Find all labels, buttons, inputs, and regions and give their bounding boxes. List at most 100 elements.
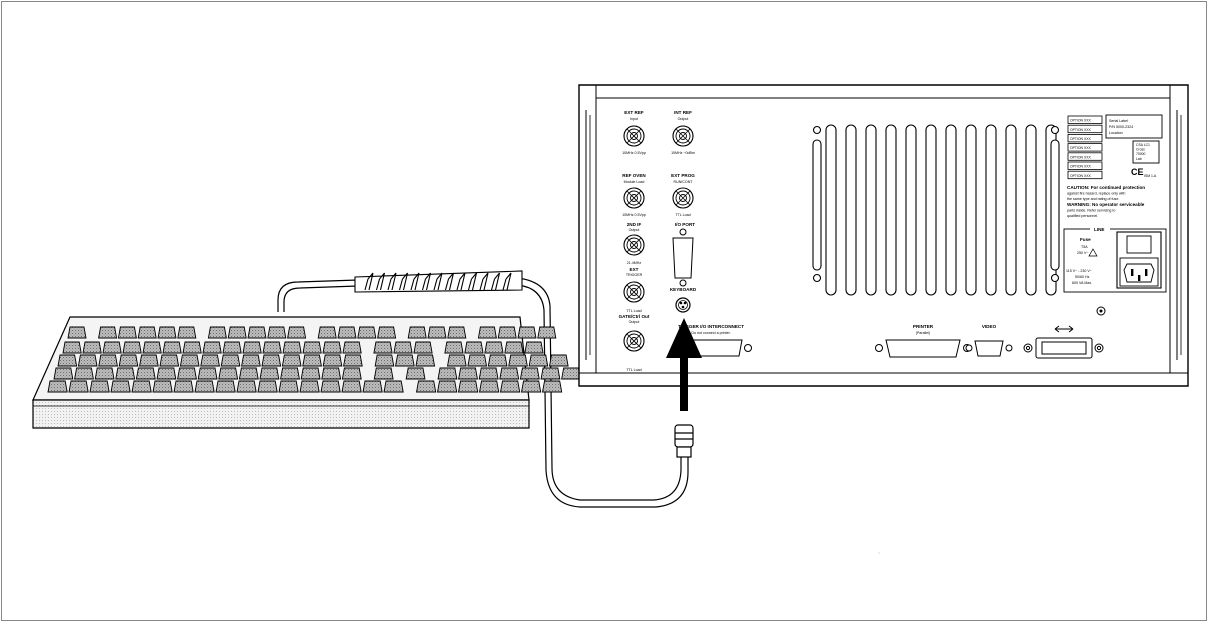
fuse-label: Fuse bbox=[1080, 237, 1091, 242]
ref-oven-label: REF OVEN bbox=[622, 173, 646, 178]
key bbox=[362, 380, 383, 393]
key bbox=[519, 367, 540, 380]
key bbox=[504, 341, 524, 354]
key bbox=[77, 354, 98, 367]
ext-ref-bnc bbox=[623, 125, 645, 147]
warning-icon bbox=[1088, 248, 1098, 257]
vent-slot bbox=[985, 124, 997, 296]
key bbox=[162, 341, 182, 354]
option-box bbox=[1067, 152, 1103, 161]
key bbox=[135, 367, 156, 380]
ext-ref-spec: 10MHz 0.5Vpp bbox=[622, 151, 646, 155]
csa-line: 70000 bbox=[1136, 152, 1146, 156]
caution-line: the same type and rating of fuse. bbox=[1067, 197, 1119, 201]
key bbox=[457, 380, 479, 393]
ext-prog-sub: RUN/CONT bbox=[674, 180, 694, 184]
key bbox=[337, 326, 357, 339]
key bbox=[395, 354, 415, 367]
gate-out-spec: TTL Load bbox=[626, 368, 641, 372]
key bbox=[68, 380, 89, 393]
caution-text: CAUTION: For continued protectionagainst… bbox=[1067, 185, 1145, 218]
vent-screw bbox=[1050, 273, 1060, 283]
option-box bbox=[1067, 133, 1103, 143]
din-plug-icon bbox=[674, 424, 694, 458]
key bbox=[236, 380, 257, 393]
serial-line: P/N 5000-2324 bbox=[1109, 125, 1133, 129]
key bbox=[62, 341, 82, 354]
vent-slot bbox=[845, 124, 857, 296]
key bbox=[74, 367, 94, 380]
vent-slot bbox=[825, 124, 837, 296]
key bbox=[341, 380, 362, 393]
key bbox=[142, 341, 162, 354]
ref-oven-spec: 10MHz 0.5Vpp bbox=[622, 213, 646, 217]
key bbox=[458, 367, 478, 380]
key bbox=[102, 341, 122, 354]
vent-slot bbox=[1025, 124, 1037, 296]
key bbox=[110, 380, 131, 393]
key bbox=[499, 367, 520, 380]
serial-line: Serial Label bbox=[1109, 119, 1128, 123]
2nd-if-spec: 21.4MHz bbox=[627, 261, 642, 265]
key bbox=[342, 341, 362, 354]
key bbox=[317, 326, 337, 339]
fuse-rating: T5A bbox=[1081, 245, 1088, 249]
key bbox=[94, 367, 115, 380]
key bbox=[57, 354, 78, 367]
key bbox=[278, 380, 299, 393]
option-label: OPTION XXX bbox=[1070, 128, 1091, 132]
csa-line: Cross bbox=[1136, 148, 1145, 152]
key bbox=[478, 367, 499, 380]
key bbox=[517, 326, 537, 339]
key bbox=[98, 326, 118, 339]
key bbox=[202, 341, 222, 354]
key bbox=[561, 367, 581, 380]
key bbox=[528, 354, 549, 367]
key bbox=[222, 341, 242, 354]
option-label: OPTION XXX bbox=[1070, 155, 1091, 159]
key bbox=[137, 326, 157, 339]
ext-prog-label: EXT PROG bbox=[671, 173, 695, 178]
key bbox=[267, 326, 287, 339]
key bbox=[194, 380, 215, 393]
key bbox=[487, 354, 508, 367]
vent-screw bbox=[812, 273, 822, 283]
key bbox=[131, 380, 152, 393]
vent-slot bbox=[1005, 124, 1017, 296]
caution-line: qualified personnel. bbox=[1067, 214, 1098, 218]
line-title: LINE bbox=[1094, 227, 1104, 232]
key bbox=[377, 326, 397, 339]
serial-label-box bbox=[1105, 114, 1163, 139]
key bbox=[281, 354, 302, 367]
key bbox=[413, 341, 433, 354]
key bbox=[282, 341, 302, 354]
key bbox=[220, 354, 241, 367]
key bbox=[122, 341, 142, 354]
keyboard-keys bbox=[47, 326, 581, 393]
key bbox=[320, 380, 341, 393]
int-ref-bnc bbox=[672, 125, 694, 147]
option-box bbox=[1067, 161, 1103, 170]
printer-sub: (Parallel) bbox=[916, 331, 930, 335]
key bbox=[118, 354, 139, 367]
key bbox=[415, 354, 436, 367]
ref-oven-sub: Module Load bbox=[624, 180, 645, 184]
ext-trigger-spec: TTL Load bbox=[626, 309, 641, 313]
key bbox=[98, 354, 118, 367]
key bbox=[447, 326, 467, 339]
gate-out-bnc bbox=[623, 330, 645, 352]
key bbox=[537, 326, 557, 339]
ext-trigger-bnc bbox=[623, 281, 645, 303]
option-label: OPTION XXX bbox=[1070, 119, 1091, 123]
key bbox=[89, 380, 110, 393]
speck bbox=[878, 552, 880, 554]
key bbox=[159, 354, 180, 367]
caution-line: WARNING: No operator serviceable bbox=[1067, 202, 1145, 207]
int-ref-spec: 10MHz ~0dBm bbox=[671, 151, 695, 155]
key bbox=[467, 354, 488, 367]
key bbox=[383, 380, 404, 393]
key bbox=[484, 341, 504, 354]
ground-screw-center bbox=[1099, 309, 1103, 313]
